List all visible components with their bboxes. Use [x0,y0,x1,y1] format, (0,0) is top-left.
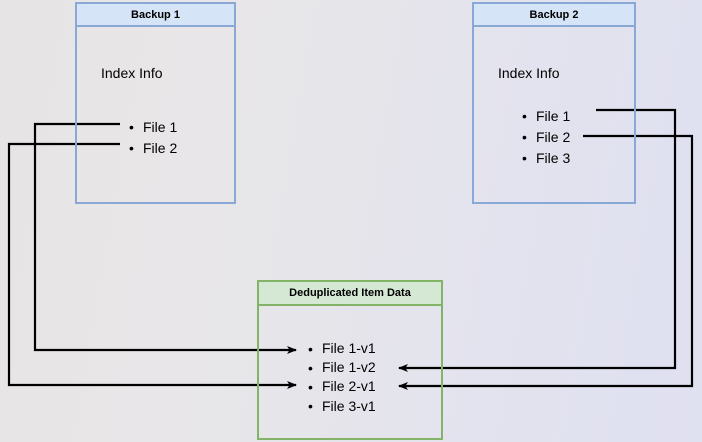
backup-2-index-info-label: Index Info [498,65,560,81]
backup-2-file-item[interactable]: File 1 [520,106,570,127]
node-dedup-body: File 1-v1 File 1-v2 File 2-v1 File 3-v1 [259,306,441,438]
node-backup-1-title: Backup 1 [77,4,234,27]
dedup-file-item[interactable]: File 1-v1 [306,339,376,360]
backup-1-index-info-label: Index Info [101,65,163,81]
node-backup-1-body: Index Info File 1 File 2 [77,27,234,202]
backup-1-file-item[interactable]: File 1 [127,117,177,138]
node-deduplicated-item-data[interactable]: Deduplicated Item Data File 1-v1 File 1-… [257,280,443,440]
backup-2-file-item[interactable]: File 2 [520,127,570,148]
dedup-file-list: File 1-v1 File 1-v2 File 2-v1 File 3-v1 [306,339,376,417]
backup-2-file-list: File 1 File 2 File 3 [520,106,570,169]
node-backup-1[interactable]: Backup 1 Index Info File 1 File 2 [75,2,236,204]
node-backup-2-body: Index Info File 1 File 2 File 3 [474,27,634,202]
node-dedup-title: Deduplicated Item Data [259,282,441,306]
backup-2-file-item[interactable]: File 3 [520,148,570,169]
dedup-file-item[interactable]: File 2-v1 [306,377,376,398]
backup-1-file-list: File 1 File 2 [127,117,177,159]
backup-1-file-item[interactable]: File 2 [127,138,177,159]
node-backup-2[interactable]: Backup 2 Index Info File 1 File 2 File 3 [472,2,636,204]
dedup-file-item[interactable]: File 1-v2 [306,358,376,379]
dedup-file-item[interactable]: File 3-v1 [306,396,376,417]
node-backup-2-title: Backup 2 [474,4,634,27]
